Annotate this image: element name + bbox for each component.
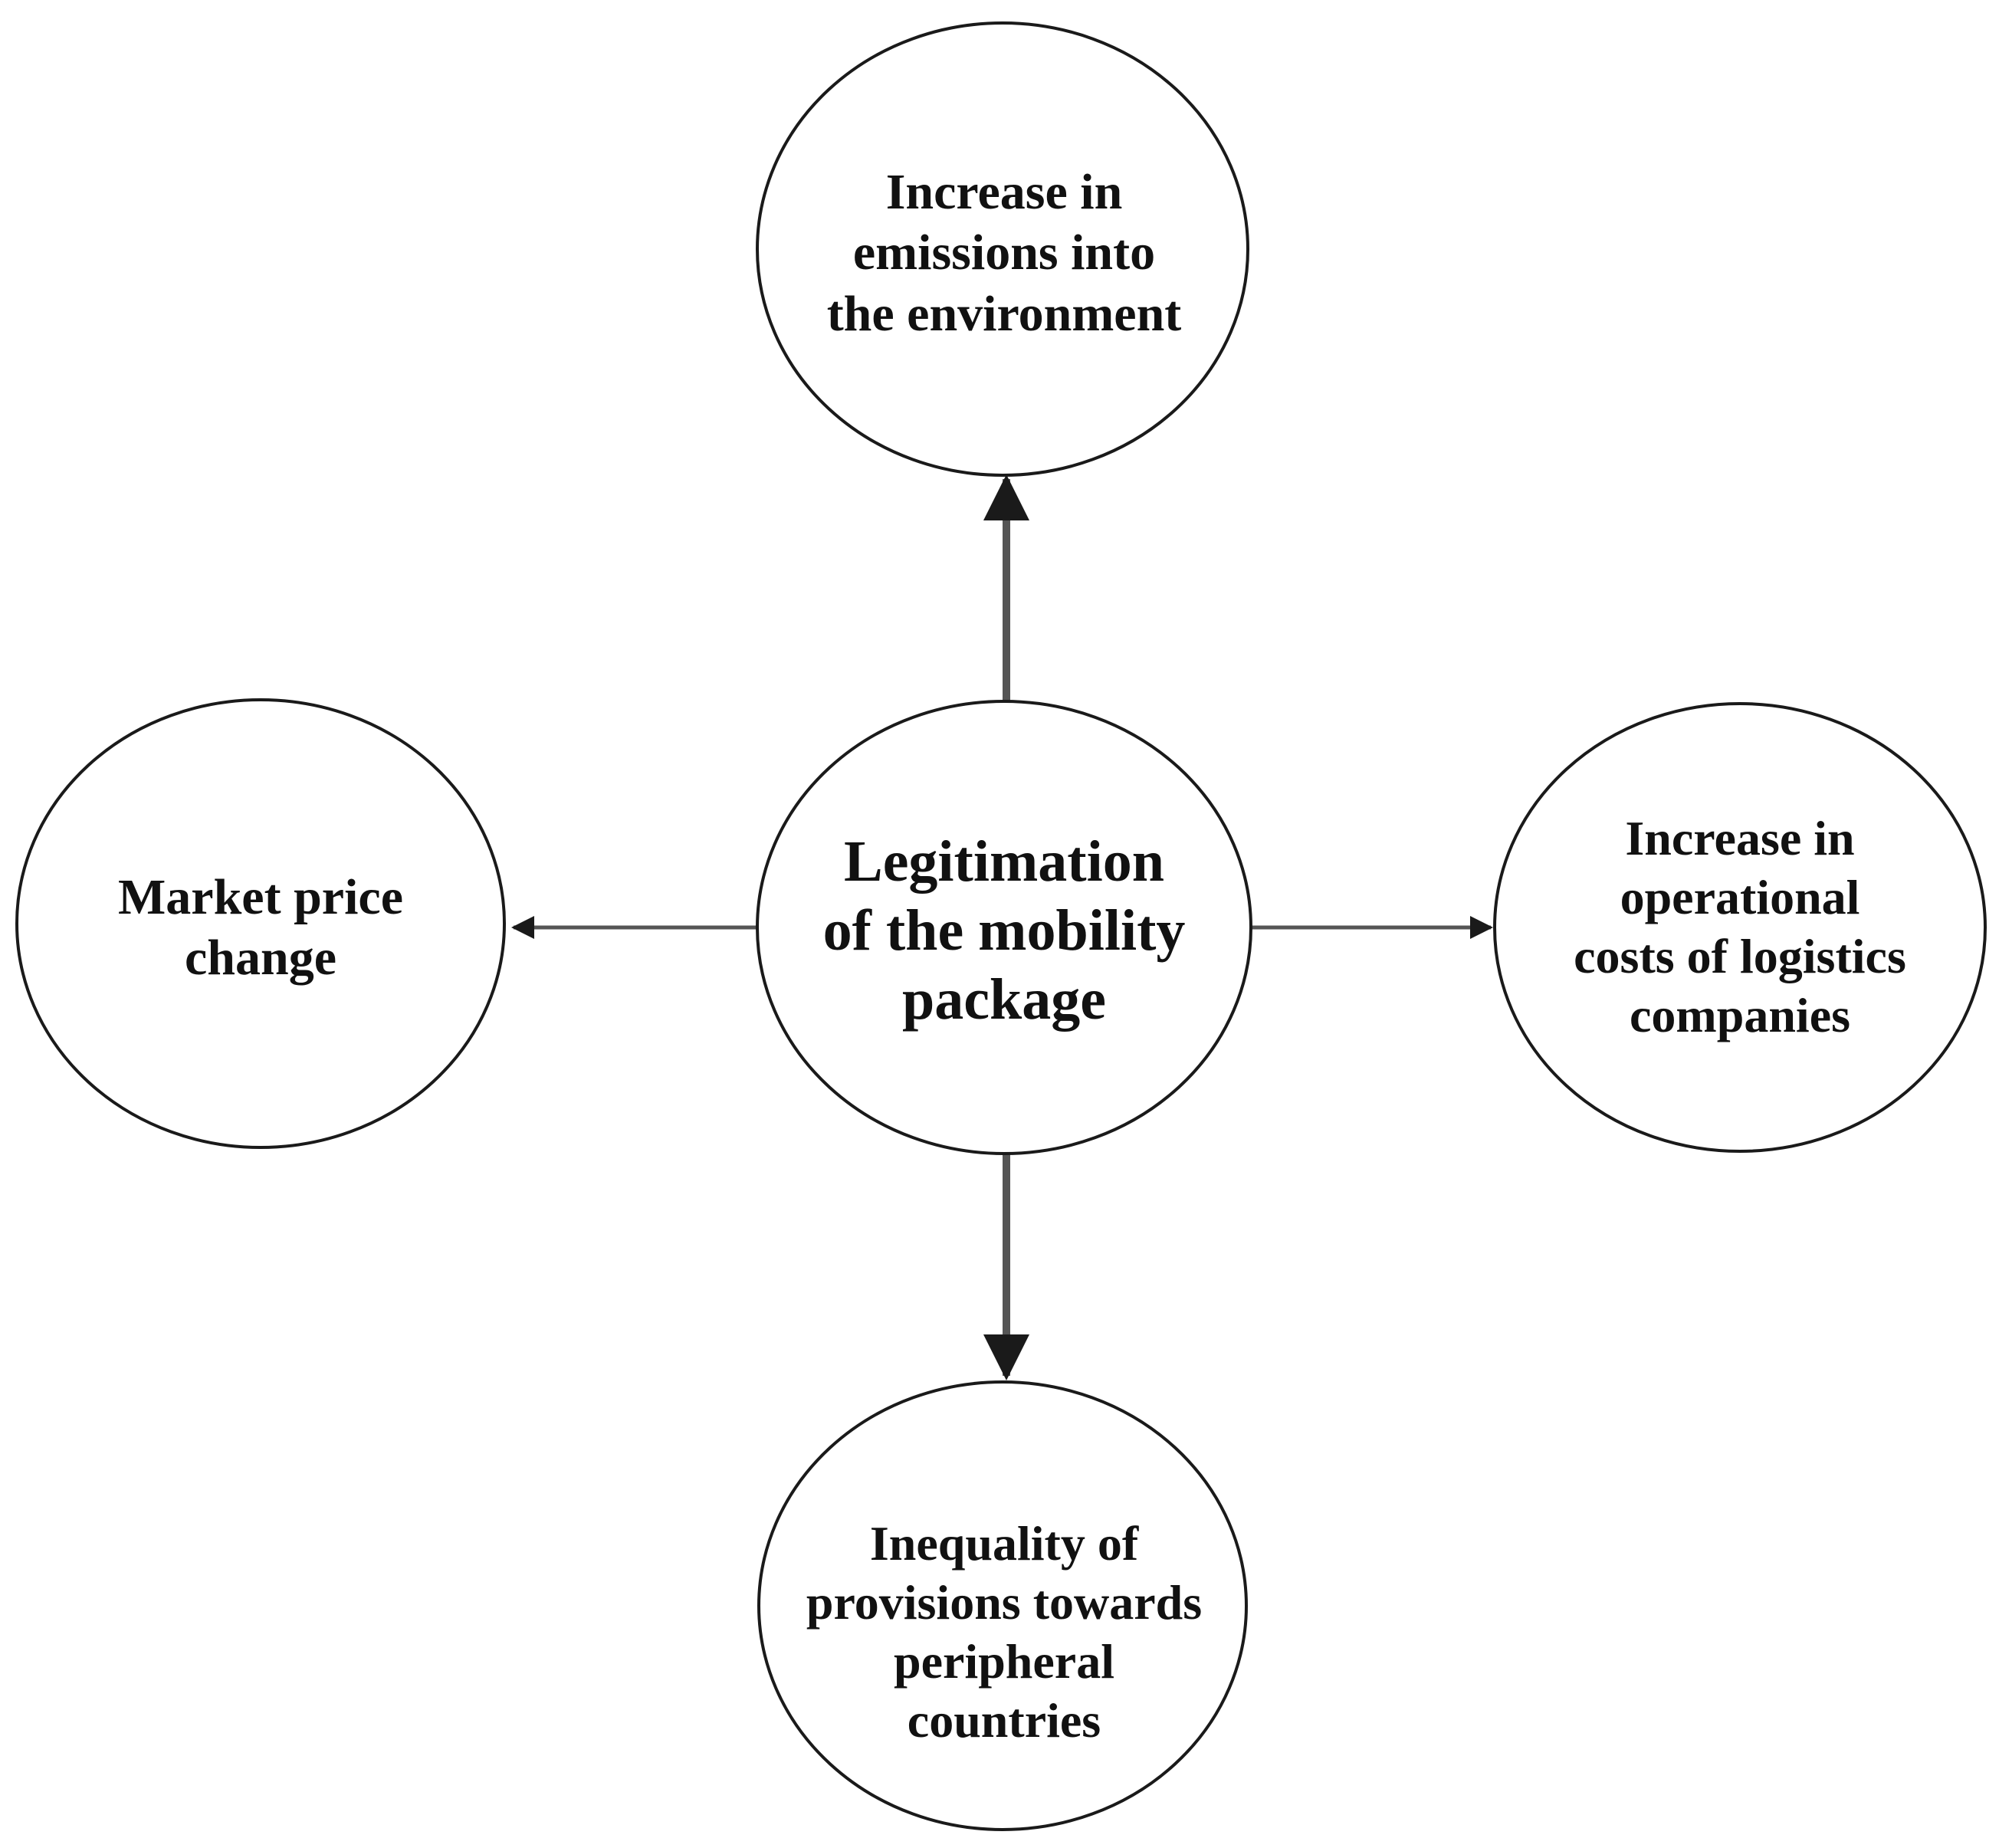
node-top-line-3: the environment [826,285,1182,342]
node-right-line-4: companies [1630,987,1850,1042]
node-center-line-3: package [901,967,1106,1032]
node-bottom-line-4: countries [907,1692,1101,1748]
node-center-line-2: of the mobility [822,898,1186,963]
node-left-line-2: change [185,930,336,986]
node-left-line-1: Market price [118,868,403,925]
node-center-label: Legitimation of the mobility package [766,805,1242,1058]
node-top-line-2: emissions into [852,225,1156,281]
node-left-label: Market price change [46,843,475,1012]
node-top-circle [756,21,1249,477]
node-bottom-line-2: provisions towards [806,1575,1203,1630]
node-right-circle [1493,702,1987,1153]
node-left-circle [15,698,506,1149]
node-bottom-circle [757,1380,1248,1831]
node-right-label: Increase in operational costs of logisti… [1502,789,1978,1065]
node-top-line-1: Increase in [885,164,1123,221]
node-top-label: Increase in emissions into the environme… [766,130,1242,376]
node-right-line-1: Increase in [1625,811,1855,866]
node-right-line-2: operational [1620,870,1860,925]
node-bottom-label: Inequality of provisions towards periphe… [759,1487,1249,1778]
node-bottom-line-3: peripheral [894,1634,1114,1689]
node-center-line-1: Legitimation [844,829,1164,894]
node-center-circle [756,700,1252,1155]
node-right-line-3: costs of logistics [1574,929,1906,983]
node-bottom-line-1: Inequality of [869,1516,1139,1571]
